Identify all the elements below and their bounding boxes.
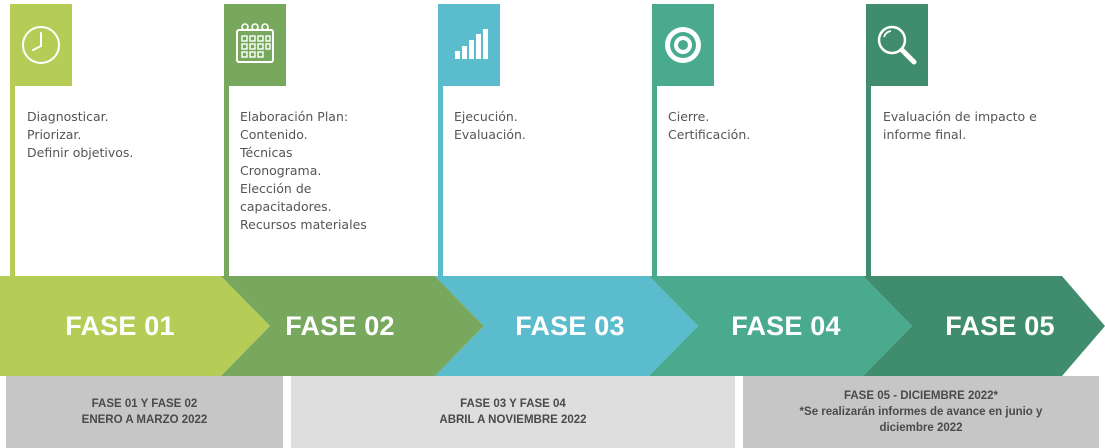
phase-5-label: FASE 05 xyxy=(945,311,1055,341)
phase-1-description: Diagnosticar. Priorizar. Definir objetiv… xyxy=(27,108,133,162)
phase-3-item: Evaluación. xyxy=(454,127,526,142)
magnifier-icon xyxy=(877,25,917,65)
schedule-line: *Se realizarán informes de avance en jun… xyxy=(799,406,1043,418)
phase-2-item: Cronograma. xyxy=(240,163,322,178)
phase-3-label: FASE 03 xyxy=(515,311,625,341)
phase-5-icon-box xyxy=(866,4,928,86)
schedule-line: FASE 01 Y FASE 02 xyxy=(91,398,198,410)
phase-5-line xyxy=(866,4,871,276)
phase-4-line xyxy=(652,4,657,276)
phase-4-item: Certificación. xyxy=(668,127,751,142)
schedule-line: diciembre 2022 xyxy=(879,422,963,434)
phase-5-description: Evaluación de impacto e informe final. xyxy=(883,108,1037,144)
phase-2-item: Elaboración Plan: xyxy=(240,109,349,124)
schedule-line: ENERO A MARZO 2022 xyxy=(81,414,208,426)
phase-1-item: Priorizar. xyxy=(27,127,82,142)
phase-4-item: Cierre. xyxy=(668,109,710,124)
phase-3-line xyxy=(438,4,443,276)
phase-1-arrow xyxy=(0,276,270,376)
phase-2-arrow xyxy=(221,276,484,376)
schedule-line: FASE 05 - DICIEMBRE 2022* xyxy=(843,390,999,402)
phase-4-label: FASE 04 xyxy=(731,311,841,341)
phase-4-arrow xyxy=(649,276,912,376)
phase-3-item: Ejecución. xyxy=(454,109,518,124)
phase-1-item: Diagnosticar. xyxy=(27,109,109,124)
phase-2-icon-box xyxy=(224,4,286,86)
phase-1-icon-box xyxy=(10,4,72,86)
phase-2-label: FASE 02 xyxy=(285,311,395,341)
phase-3-arrow xyxy=(435,276,698,376)
phase-2-item: Contenido. xyxy=(240,127,308,142)
schedule-line: FASE 03 Y FASE 04 xyxy=(460,398,566,410)
phase-4-description: Cierre. Certificación. xyxy=(668,108,750,144)
phase-5-item: informe final. xyxy=(883,127,967,142)
schedule-line: ABRIL A NOVIEMBRE 2022 xyxy=(439,414,587,426)
phase-2-item: Recursos materiales xyxy=(240,217,367,232)
phase-3-icon-box xyxy=(438,4,500,86)
target-icon xyxy=(665,27,701,63)
phase-2-line xyxy=(224,4,229,276)
phase-2-item: capacitadores. xyxy=(240,199,332,214)
clock-icon xyxy=(22,26,60,64)
phase-3-description: Ejecución. Evaluación. xyxy=(454,108,526,144)
schedule-box-1: FASE 01 Y FASE 02 ENERO A MARZO 2022 xyxy=(6,376,283,448)
phase-4-icon-box xyxy=(652,4,714,86)
schedule-box-3: FASE 05 - DICIEMBRE 2022* *Se realizarán… xyxy=(743,376,1099,448)
phase-arrows xyxy=(0,276,1105,376)
phase-1-line xyxy=(10,4,15,276)
phase-2-description: Elaboración Plan: Contenido. Técnicas Cr… xyxy=(240,108,367,234)
schedule-box-2: FASE 03 Y FASE 04 ABRIL A NOVIEMBRE 2022 xyxy=(291,376,735,448)
phase-5-arrow xyxy=(863,276,1105,376)
phase-1-item: Definir objetivos. xyxy=(27,145,134,160)
phase-2-item: Elección de xyxy=(240,181,312,196)
phase-5-item: Evaluación de impacto e xyxy=(883,109,1037,124)
calendar-icon xyxy=(236,23,274,63)
bar-chart-icon xyxy=(455,29,488,59)
phase-1-label: FASE 01 xyxy=(65,311,175,341)
phase-2-item: Técnicas xyxy=(240,145,293,160)
